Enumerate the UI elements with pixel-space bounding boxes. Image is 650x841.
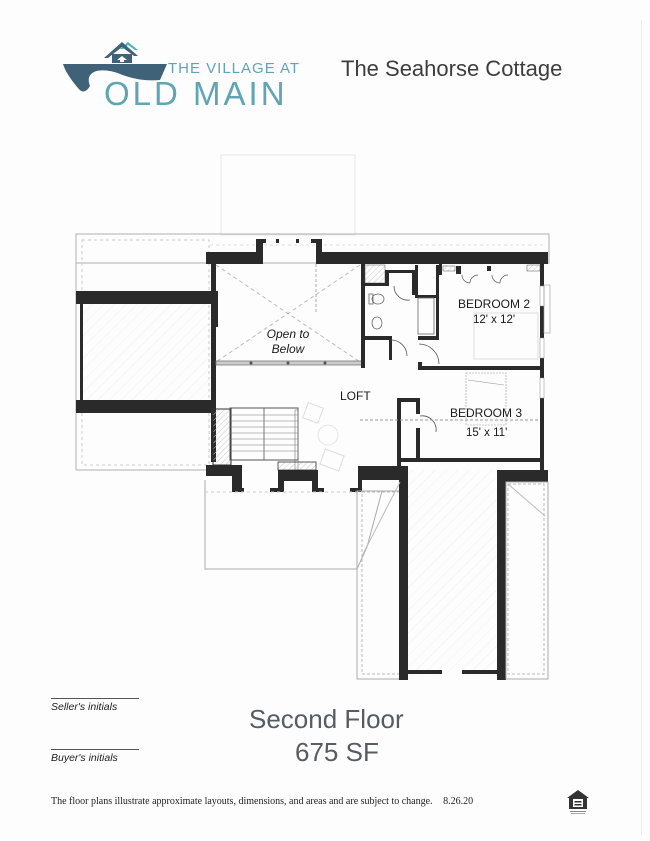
buyer-initials-line[interactable]: [51, 749, 139, 750]
open-to-below-line2: Below: [271, 342, 305, 356]
disclaimer: The floor plans illustrate approximate l…: [51, 796, 473, 807]
floor-area: 675 SF: [295, 737, 379, 767]
seller-initials-line[interactable]: [51, 698, 139, 699]
buyer-initials-label: Buyer's initials: [51, 752, 118, 764]
village-house-logo-icon: [63, 42, 167, 92]
bedroom-3-label: BEDROOM 3: [450, 406, 523, 420]
open-to-below-label: Open to Below: [258, 327, 318, 357]
bedroom-3-dimensions: 15' x 11': [466, 427, 508, 439]
equal-housing-opportunity-icon: [567, 790, 589, 814]
bedroom-2-label: BEDROOM 2: [458, 297, 531, 311]
page-edge-line: [641, 20, 642, 835]
logo-line1: THE VILLAGE AT: [168, 60, 301, 77]
floor-name: Second Floor: [249, 704, 404, 734]
revision-date: 8.26.20: [443, 796, 474, 807]
bedroom-2-dimensions: 12' x 12': [473, 314, 516, 326]
cottage-title: The Seahorse Cottage: [341, 56, 563, 81]
open-to-below-line1: Open to: [266, 327, 310, 341]
disclaimer-text: The floor plans illustrate approximate l…: [51, 796, 433, 807]
loft-label: LOFT: [340, 389, 371, 403]
floor-plan-drawing: [75, 154, 551, 680]
logo-line2: OLD MAIN: [104, 75, 288, 112]
seller-initials-label: Seller's initials: [51, 701, 118, 713]
